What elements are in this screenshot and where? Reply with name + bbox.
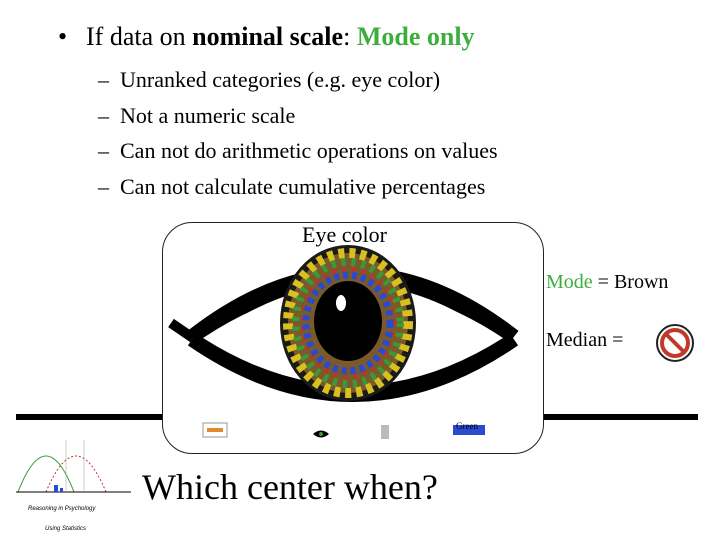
sub-bullet: –Can not do arithmetic operations on val… [98,138,498,163]
distribution-curves-logo [16,440,131,493]
eye-illustration [168,245,519,439]
sub-bullet-text: Not a numeric scale [120,102,296,128]
sub-bullet: –Unranked categories (e.g. eye color) [98,67,441,92]
median-label: Median = [546,329,624,351]
mode-line: Mode = Brown [546,271,668,294]
main-bullet: • If data on nominal scale: Mode only [58,22,475,52]
sub-bullet-text: Unranked categories (e.g. eye color) [120,67,441,92]
sub-bullet-text: Can not calculate cumulative percentages [120,173,486,199]
logo-caption-using: Using Statistics [45,526,87,532]
divider-left [16,414,162,420]
mode-value: = Brown [597,271,669,293]
no-symbol-icon [656,324,694,362]
mode-label: Mode [546,271,593,293]
bullet-bold-term: nominal scale [192,22,344,51]
sub-bullet: –Not a numeric scale [98,102,296,128]
bullet-dot-icon: • [58,22,68,51]
logo-caption-reasoning: Reasoning in Psychology [28,506,96,512]
sub-bullet: –Can not calculate cumulative percentage… [98,173,486,199]
headline: Which center when? [142,467,438,507]
bullet-prefix: If data on [86,22,193,51]
green-label: Green [456,421,478,431]
eye-color-panel [162,222,544,454]
sub-bullet-text: Can not do arithmetic operations on valu… [120,138,498,163]
divider-right [543,414,698,420]
sub-bullet-list: –Unranked categories (e.g. eye color) –N… [98,62,498,204]
bullet-colon: : [343,22,351,51]
bullet-highlight: Mode only [356,22,475,51]
eye-panel-title: Eye color [302,222,387,247]
